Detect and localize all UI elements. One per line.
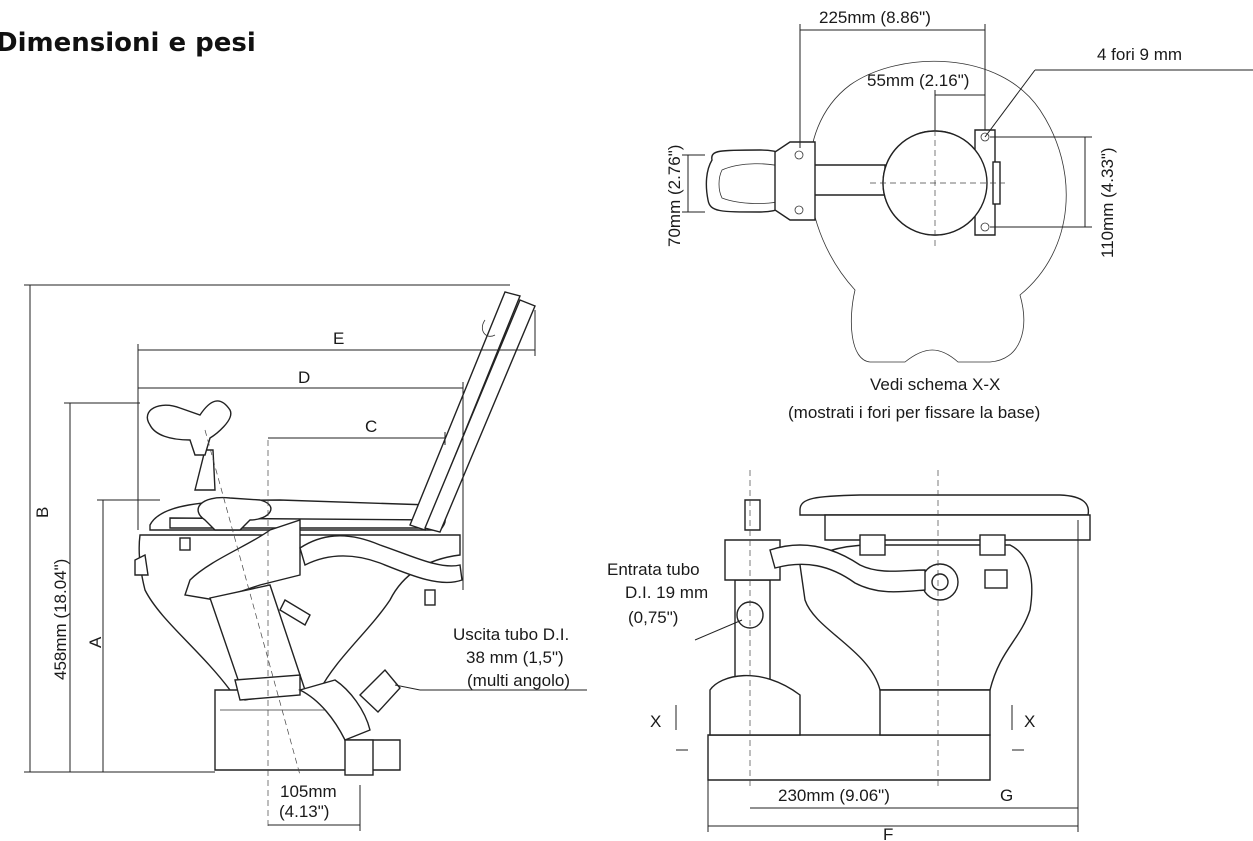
lid <box>409 291 521 531</box>
dim-b: B <box>33 507 52 518</box>
pump-body <box>184 519 301 601</box>
dim-105mm-inch: (4.13") <box>279 802 329 821</box>
inlet-callout-2: D.I. 19 mm <box>625 583 708 602</box>
inlet-callout-1: Entrata tubo <box>607 560 700 579</box>
base-footprint-outline <box>808 60 1067 363</box>
dim-f: F <box>883 825 893 841</box>
holes-callout: 4 fori 9 mm <box>1097 45 1182 64</box>
dim-70mm: 70mm (2.76") <box>665 145 684 247</box>
bolt-hole-icon <box>794 205 804 215</box>
inlet-callout-3: (0,75") <box>628 608 678 627</box>
page-title: Dimensioni e pesi <box>0 28 256 58</box>
t-handle-lower <box>197 496 272 531</box>
dim-a: A <box>86 636 105 648</box>
t-handle <box>146 400 232 456</box>
bolt-hole-icon <box>794 150 804 160</box>
top-view: 225mm (8.86") 55mm (2.16") 4 fori 9 mm 7… <box>665 8 1253 422</box>
outlet-callout-2: 38 mm (1,5") <box>466 648 564 667</box>
outlet-drop <box>344 739 374 776</box>
front-view: X X Entrata tubo D.I. 19 mm (0,75") 230m… <box>607 470 1091 841</box>
dim-105mm: 105mm <box>280 782 337 801</box>
dim-e: E <box>333 329 344 348</box>
inlet-pipe <box>299 535 463 584</box>
outlet-elbow <box>298 679 371 741</box>
bolt-hole-icon <box>980 132 990 142</box>
front-pump-column <box>734 579 771 691</box>
pump-rod <box>194 449 216 491</box>
dim-c: C <box>365 417 377 436</box>
front-seat <box>799 494 1090 516</box>
section-marker-right: X <box>1024 712 1035 731</box>
handle-flange <box>774 141 816 221</box>
dim-225mm: 225mm (8.86") <box>819 8 931 27</box>
front-rod <box>744 499 761 531</box>
front-pipe <box>769 544 926 593</box>
caption-line-1: Vedi schema X-X <box>870 375 1000 394</box>
outlet-callout-1: Uscita tubo D.I. <box>453 625 569 644</box>
dim-55mm: 55mm (2.16") <box>867 71 969 90</box>
section-marker-left: X <box>650 712 661 731</box>
dim-230mm: 230mm (9.06") <box>778 786 890 805</box>
dim-d: D <box>298 368 310 387</box>
caption-line-2: (mostrati i fori per fissare la base) <box>788 403 1040 422</box>
dim-110mm: 110mm (4.33") <box>1098 147 1117 258</box>
dim-458mm: 458mm (18.04") <box>51 559 70 680</box>
side-view: E D C B 458mm (18.04") A 105mm (4.13") U… <box>24 284 587 831</box>
bolt-hole-icon <box>980 222 990 232</box>
outlet-callout-3: (multi angolo) <box>467 671 570 690</box>
outlet-nozzle <box>358 668 401 713</box>
dim-g: G <box>1000 786 1013 805</box>
